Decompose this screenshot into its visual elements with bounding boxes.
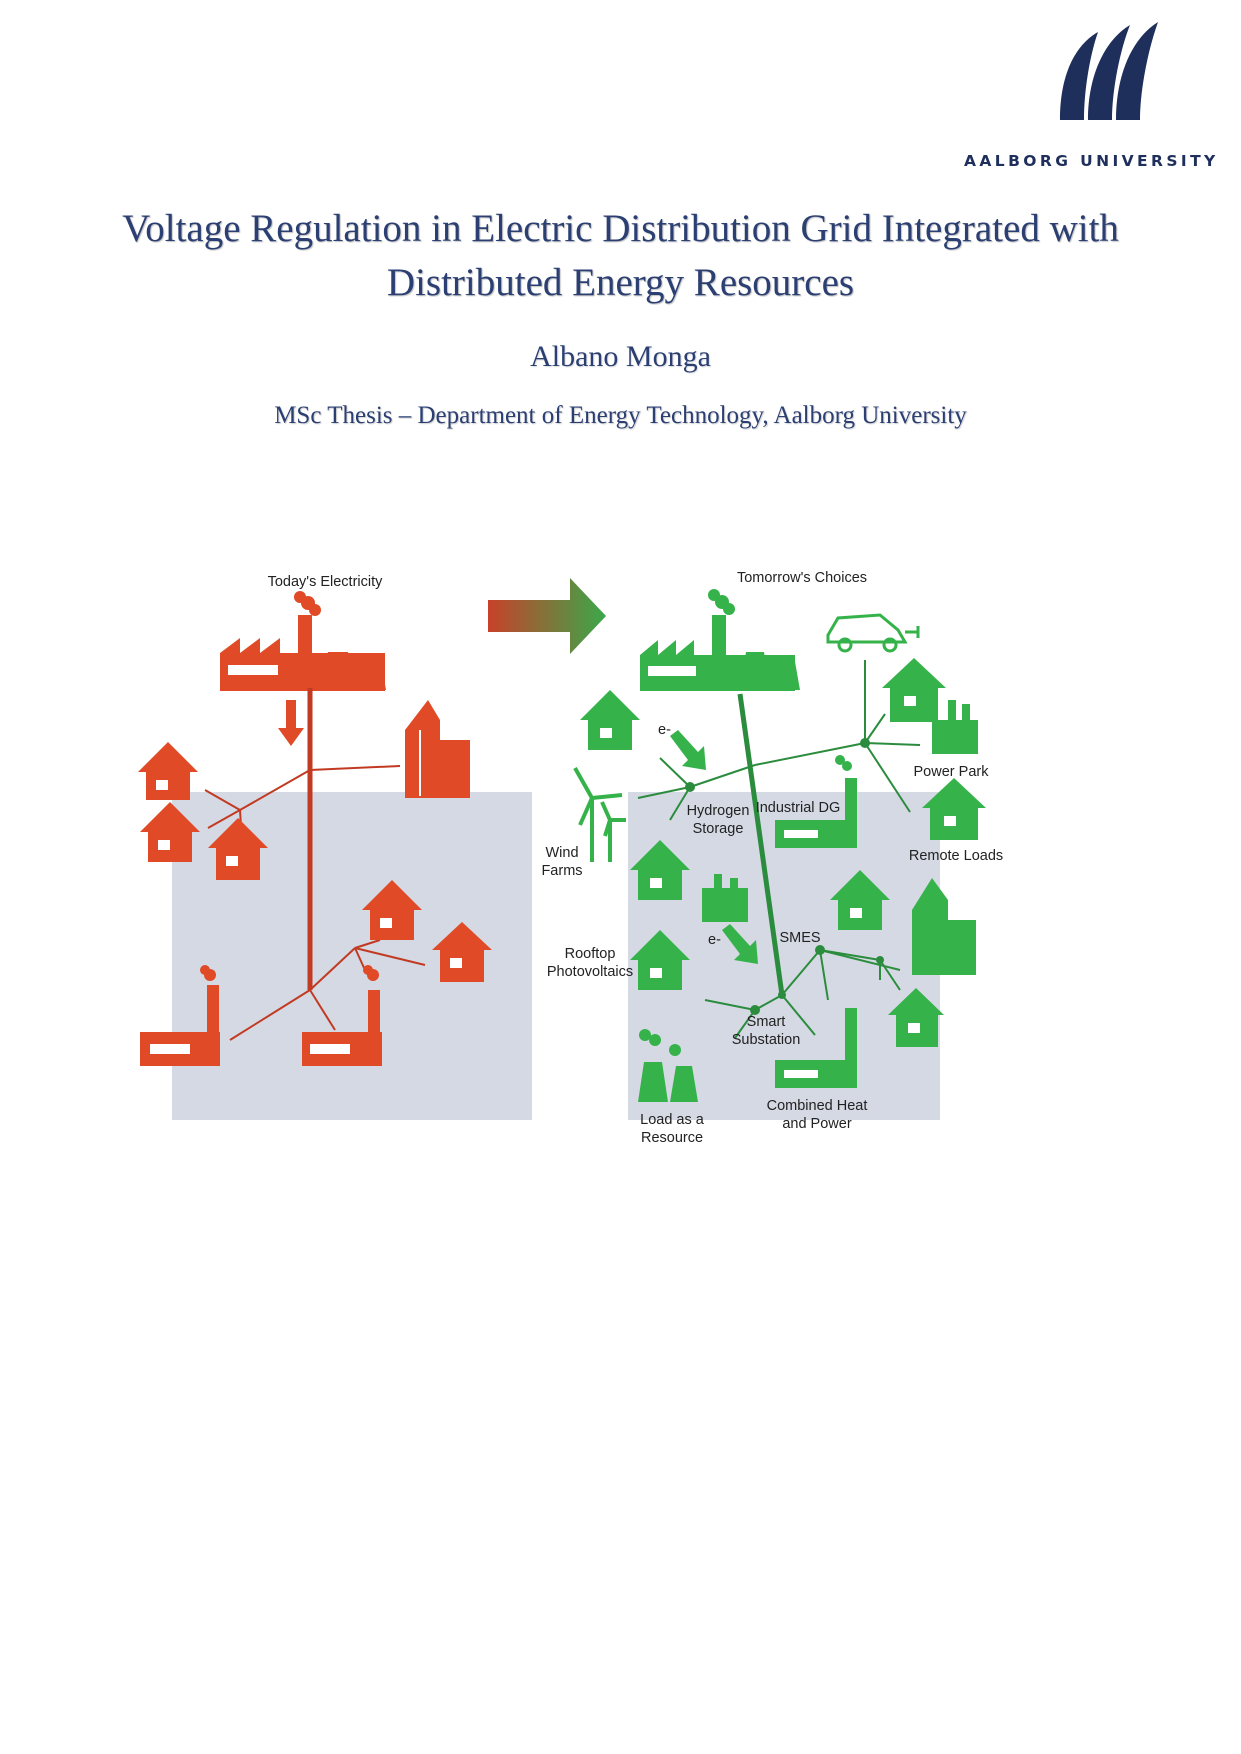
electron-label: e- [708,932,721,948]
load-as-resource-icon [638,1029,698,1102]
aalborg-wave-logo-icon [1060,22,1158,120]
electron-label: e- [658,722,671,738]
power-park-label: Power Park [914,764,990,780]
combined-heat-power-label-line1: Combined Heat [767,1098,868,1114]
tomorrow-distribution-lines [637,660,921,1039]
remote-loads-label: Remote Loads [909,848,1003,864]
chimney-icon [730,878,738,890]
hydrogen-storage-label-line1: Hydrogen [687,803,750,819]
combined-heat-power-label-line2: and Power [782,1116,851,1132]
house-icon [882,658,946,722]
electric-car-icon [826,613,920,653]
university-name: AALBORG UNIVERSITY [964,152,1219,170]
tomorrow-houses [580,658,986,1047]
house-icon [922,778,986,840]
industrial-dg-label: Industrial DG [756,800,841,816]
house-icon [432,922,492,982]
university-logo: AALBORG UNIVERSITY [960,20,1220,180]
transition-arrow-icon [488,578,606,654]
down-arrow-icon [278,700,304,746]
electron-flow-arrow-icon [722,924,758,964]
grid-comparison-figure: Today's Electricity [110,570,1130,1290]
house-icon [580,690,640,750]
tomorrow-power-plant-icon [640,589,800,691]
tomorrow-skyscraper-icon [912,878,976,975]
power-park-icon [932,700,978,754]
house-icon [362,880,422,940]
tomorrow-panel: Tomorrow's Choices [541,570,1003,1146]
today-houses [138,742,492,982]
hydrogen-storage-label-line2: Storage [693,821,744,837]
rooftop-pv-label-line1: Rooftop [565,946,616,962]
wind-turbine-icon [573,767,626,862]
combined-heat-power-icon [775,1008,857,1088]
today-factory-icon [140,965,220,1066]
smes-label: SMES [779,930,820,946]
storage-building-icon [702,888,748,922]
rooftop-pv-label-line2: Photovoltaics [547,964,633,980]
today-power-plant-icon [220,591,386,691]
house-icon [208,818,268,880]
chimney-icon [714,874,722,890]
house-icon [630,840,690,900]
load-as-resource-label-line2: Resource [641,1130,703,1146]
today-distribution-lines [204,765,426,1041]
tomorrow-main-feeder [737,693,785,996]
house-icon [830,870,890,930]
house-icon [140,802,200,862]
author-name: Albano Monga [530,340,711,373]
today-skyscraper-icon [405,700,470,798]
today-panel: Today's Electricity [138,574,532,1120]
smart-substation-label-line2: Substation [732,1032,801,1048]
today-title: Today's Electricity [268,574,384,590]
load-as-resource-label-line1: Load as a [640,1112,705,1128]
house-icon [630,930,690,990]
smart-substation-label-line1: Smart [747,1014,786,1030]
thesis-subtitle: MSc Thesis – Department of Energy Techno… [274,402,967,429]
grid-nodes [685,738,884,1015]
today-factory-icon [302,965,382,1066]
electron-flow-arrow-icon [670,730,706,770]
thesis-title: Voltage Regulation in Electric Distribut… [122,207,1119,304]
tomorrow-title: Tomorrow's Choices [737,570,867,586]
house-icon [138,742,198,800]
wind-farms-label-line2: Farms [541,863,582,879]
industrial-dg-icon [775,755,857,848]
wind-farms-label-line1: Wind [545,845,578,861]
grid-comparison-illustration: Today's Electricity [138,570,1003,1146]
house-icon [888,988,944,1047]
